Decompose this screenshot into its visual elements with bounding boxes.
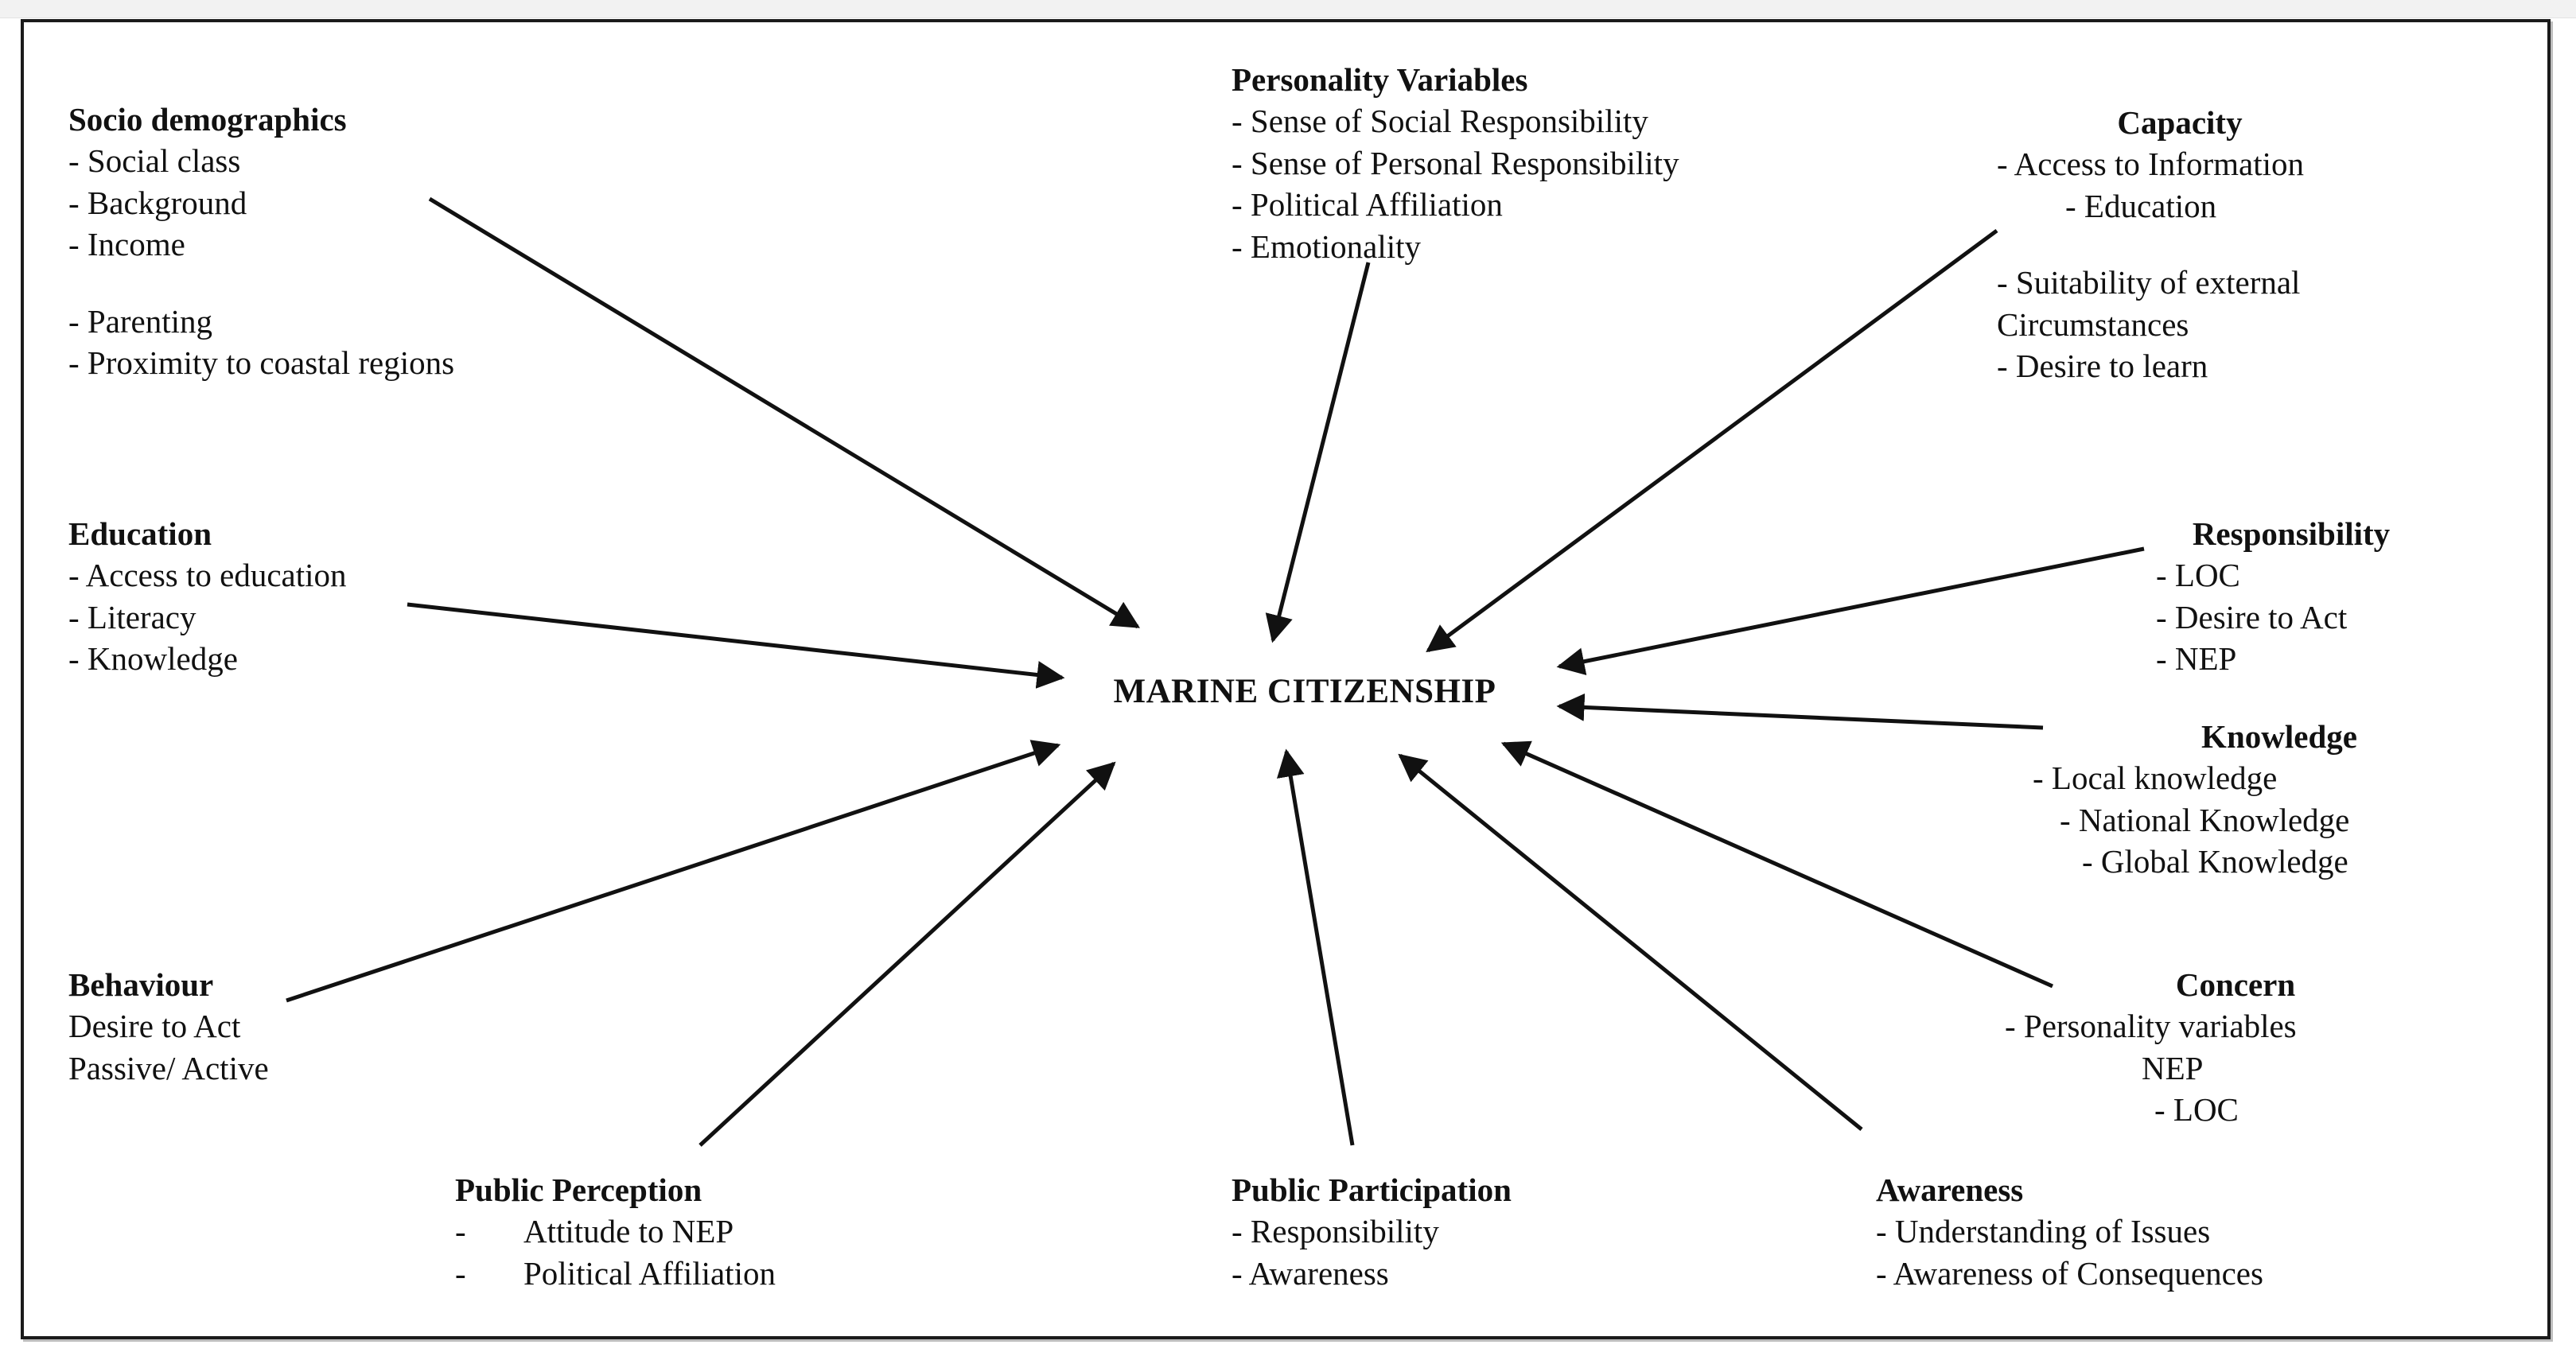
center-concept-label: MARINE CITIZENSHIP	[1113, 673, 1496, 710]
node-responsibility: Responsibility - LOC - Desire to Act - N…	[2132, 513, 2450, 680]
node-item: - Desire to learn	[1997, 348, 2208, 385]
node-item: NEP	[2142, 1049, 2204, 1086]
node-item: - Income	[68, 226, 185, 263]
node-item: Passive/ Active	[68, 1049, 269, 1086]
node-public-participation: Public Participation - Responsibility - …	[1232, 1169, 1512, 1294]
bullet-dash: -	[455, 1213, 466, 1250]
node-item: - Understanding of Issues	[1876, 1213, 2211, 1250]
node-item: Circumstances	[1997, 305, 2189, 343]
node-public-perception: Public Perception - Attitude to NEP - Poli…	[455, 1169, 776, 1294]
node-behaviour: Behaviour Desire to Act Passive/ Active	[68, 964, 269, 1089]
node-title: Responsibility	[2192, 515, 2391, 552]
node-title: Public Participation	[1232, 1172, 1512, 1208]
node-concern: Concern - Personality variables NEP - LO…	[2005, 964, 2466, 1131]
node-knowledge: Knowledge - Local knowledge - National K…	[2033, 716, 2526, 883]
node-item: - Global Knowledge	[2082, 843, 2348, 880]
node-item-label: Attitude to NEP	[523, 1213, 734, 1250]
node-capacity: Capacity - Access to Information - Educa…	[1997, 102, 2363, 387]
node-title: Capacity	[2117, 104, 2243, 141]
page-top-strip	[0, 0, 2576, 18]
node-education: Education - Access to education - Litera…	[68, 513, 347, 680]
node-item: - LOC	[2154, 1091, 2239, 1129]
node-item: - National Knowledge	[2060, 801, 2350, 838]
node-item: Desire to Act	[68, 1008, 241, 1045]
node-socio-demographics: Socio demographics - Social class - Back…	[68, 99, 454, 384]
node-item: - Access to Information	[1997, 146, 2304, 183]
node-title: Personality Variables	[1232, 61, 1528, 98]
node-item: - Social class	[68, 142, 241, 180]
node-item-label: Political Affiliation	[523, 1254, 776, 1292]
node-item: - Parenting	[68, 302, 213, 340]
center-concept: MARINE CITIZENSHIP	[1098, 672, 1512, 711]
node-title: Education	[68, 515, 212, 552]
node-item: - Political Affiliation	[1232, 186, 1503, 223]
node-title: Behaviour	[68, 966, 214, 1003]
node-item: - Responsibility	[1232, 1213, 1439, 1250]
node-item: - Desire to Act	[2156, 598, 2348, 635]
node-item: - Sense of Social Responsibility	[1232, 103, 1648, 140]
node-item: - Background	[68, 184, 247, 221]
node-item-spacer	[1997, 227, 2363, 262]
bullet-dash: -	[455, 1254, 466, 1292]
node-item: - Literacy	[68, 598, 197, 635]
node-title: Awareness	[1876, 1172, 2024, 1208]
node-item: - Suitability of external	[1997, 264, 2301, 301]
node-item: - NEP	[2156, 640, 2237, 678]
node-personality-variables: Personality Variables - Sense of Social …	[1232, 59, 1679, 267]
node-item: - Access to education	[68, 557, 347, 594]
node-title: Concern	[2175, 966, 2296, 1003]
node-item: - Emotionality	[1232, 227, 1421, 265]
node-awareness: Awareness - Understanding of Issues - Aw…	[1876, 1169, 2263, 1294]
node-item: - Political Affiliation	[455, 1253, 776, 1294]
node-item: - LOC	[2156, 557, 2240, 594]
node-item: - Education	[2065, 187, 2217, 224]
node-item: - Sense of Personal Responsibility	[1232, 144, 1679, 181]
node-item: - Awareness of Consequences	[1876, 1254, 2263, 1292]
node-item-spacer	[68, 266, 454, 301]
node-item: - Proximity to coastal regions	[68, 344, 455, 382]
node-item: - Local knowledge	[2033, 760, 2278, 797]
node-item: - Personality variables	[2005, 1008, 2297, 1045]
node-title: Knowledge	[2201, 718, 2357, 755]
node-item: - Attitude to NEP	[455, 1210, 776, 1252]
node-title: Public Perception	[455, 1172, 702, 1208]
node-item: - Knowledge	[68, 640, 238, 678]
node-item: - Awareness	[1232, 1254, 1389, 1292]
node-title: Socio demographics	[68, 101, 347, 138]
